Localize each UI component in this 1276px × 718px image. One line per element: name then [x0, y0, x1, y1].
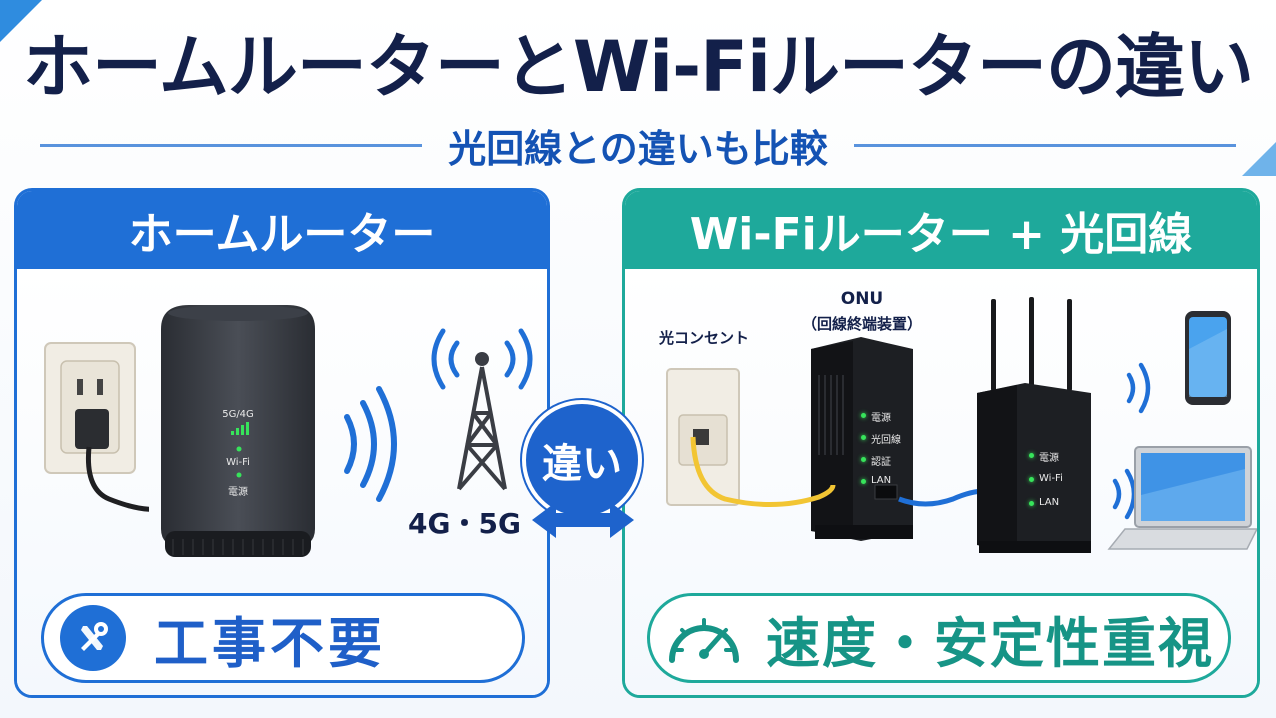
- wifi-signal-icon: [1126, 362, 1151, 414]
- panel-header: ホームルーター: [17, 191, 547, 269]
- cables: [690, 436, 986, 507]
- onu-led: [861, 413, 866, 418]
- router-led: [1029, 453, 1034, 458]
- wall-outlet-icon: [44, 342, 149, 512]
- wifi-signal-icon: [344, 386, 397, 502]
- home-router-device: [161, 305, 315, 557]
- onu-led-label-fiber: 光回線: [871, 435, 901, 446]
- optical-outlet-label: 光コンセント: [658, 329, 749, 347]
- onu-led: [861, 457, 866, 462]
- network-label: 4G・5G: [408, 507, 521, 540]
- wifi-router-device: [977, 297, 1091, 553]
- corner-decoration: [1242, 142, 1276, 176]
- difference-badge: 違い: [522, 400, 642, 520]
- home-router-panel: ホームルーター: [14, 188, 550, 698]
- pill-text: 速度・安定性重視: [766, 611, 1214, 675]
- divider: [40, 143, 423, 147]
- speedometer-icon: [664, 603, 744, 673]
- optical-outlet-icon: [666, 368, 740, 506]
- subtitle-row: 光回線との違いも比較: [40, 118, 1236, 172]
- smartphone-icon: [1185, 311, 1231, 405]
- router-led-label-lan: LAN: [1039, 497, 1060, 508]
- onu-led: [861, 479, 866, 484]
- router-led: [1029, 501, 1034, 506]
- router-label-5g4g: 5G/4G: [222, 409, 254, 420]
- router-label-power: 電源: [228, 487, 248, 498]
- router-led: [1029, 477, 1034, 482]
- cell-tower-icon: [431, 328, 533, 491]
- panel-body: 5G/4G Wi-Fi 電源: [17, 269, 547, 695]
- speed-stability-badge: 速度・安定性重視: [647, 593, 1231, 683]
- router-label-wifi: Wi-Fi: [226, 457, 250, 468]
- panel-body: 光コンセント ONU （回線終端装置） 電源 光回線 認証 LAN: [625, 269, 1257, 695]
- double-arrow-icon: [532, 502, 634, 538]
- onu-led: [861, 435, 866, 440]
- onu-led-label-auth: 認証: [871, 457, 891, 468]
- laptop-icon: [1107, 446, 1257, 550]
- page-subtitle: 光回線との違いも比較: [448, 126, 828, 171]
- router-led-label-wifi: Wi-Fi: [1039, 473, 1063, 484]
- tools-icon: [60, 605, 126, 671]
- wifi-router-fiber-panel: Wi-Fiルーター + 光回線 光コンセント ONU （回線終端装置） 電源: [622, 188, 1260, 698]
- onu-led-label-lan: LAN: [871, 475, 892, 486]
- onu-sublabel: （回線終端装置）: [801, 315, 922, 333]
- page-title: ホームルーターとWi-Fiルーターの違い: [23, 26, 1254, 108]
- onu-label: ONU: [840, 289, 884, 309]
- no-construction-badge: 工事不要: [41, 593, 525, 683]
- pill-text: 工事不要: [154, 611, 386, 675]
- router-led-label-power: 電源: [1039, 453, 1059, 464]
- panel-header: Wi-Fiルーター + 光回線: [625, 191, 1257, 269]
- onu-led-label-power: 電源: [871, 413, 891, 424]
- corner-decoration: [0, 0, 42, 42]
- divider: [853, 143, 1236, 147]
